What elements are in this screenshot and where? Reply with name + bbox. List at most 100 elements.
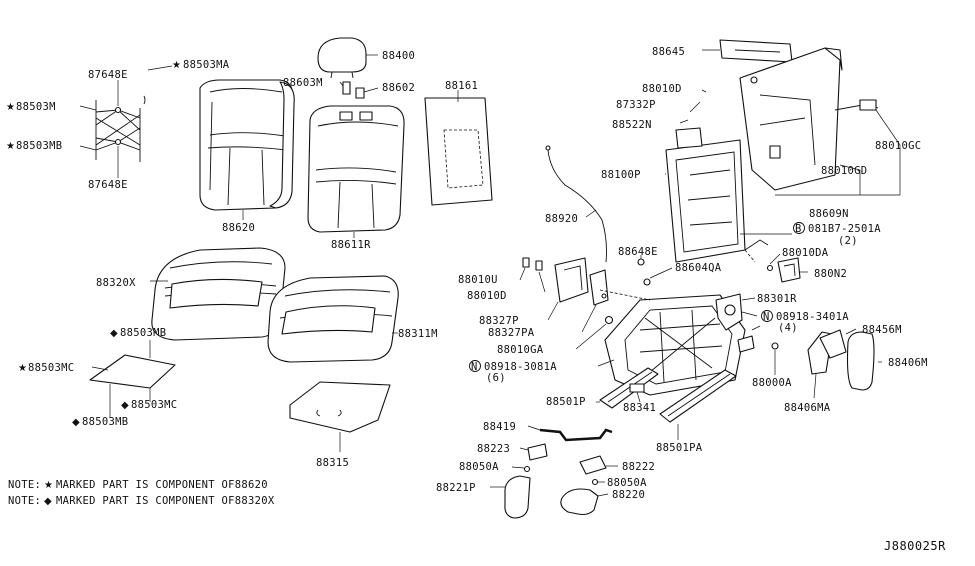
cushion-pad [89,340,176,418]
seat-cushion-frame [597,294,746,396]
label-88503ma: 88503MA [183,59,230,71]
label-08918-3401a-qty: (4) [778,322,798,334]
bracket-88327pa [581,269,609,333]
label-081b7-qty: (2) [838,235,858,247]
back-board-88161 [424,90,493,206]
diamond-icon: ◆ [72,417,80,428]
headrest-guides [339,81,379,99]
label-88010d-top: 88010D [642,83,682,95]
star-icon: ★ [18,363,27,374]
cushion-board-88315 [289,381,391,452]
label-880n2: 880N2 [814,268,847,280]
label-88010da: 88010DA [782,247,829,259]
clip-88223 [519,443,548,461]
seat-back-88611r [307,105,405,238]
cover-88220 [560,488,609,516]
label-88648e: 88648E [618,246,658,258]
star-icon: ★ [6,102,15,113]
star-icon: ★ [44,480,53,491]
seat-back-trim-88620 [199,79,295,220]
star-icon: ★ [6,141,15,152]
label-88050a-2: 88050A [607,477,647,489]
seat-back-frame-88100p [665,101,769,263]
bracket-880n2 [766,253,808,283]
label-08918-3081a-qty: (6) [486,372,506,384]
cable-88920 [545,145,607,263]
recliner-88301r [715,293,758,331]
label-88010gd: 88010GD [821,165,867,177]
diamond-icon: ◆ [121,400,129,411]
bolt-88010ga [575,315,614,350]
screws-88050a [511,465,605,486]
label-88341: 88341 [623,402,656,414]
label-88522n: 88522N [612,119,652,131]
label-88320x: 88320X [96,277,136,289]
label-87648e-top: 87648E [88,69,128,81]
note-1-text: MARKED PART IS COMPONENT OF88620 [56,479,268,491]
label-88503mc-2: 88503MC [131,399,177,411]
bracket-88645 [702,39,793,63]
label-88010d-mid: 88010D [467,290,507,302]
label-88645: 88645 [652,46,685,58]
circle-n1-letter: N [763,311,770,323]
label-88327pa: 88327PA [488,327,535,339]
label-88100p: 88100P [601,169,641,181]
side-shield-88327p [547,257,589,321]
diagram-code: J880025R [884,539,946,553]
circle-n2-letter: N [471,361,478,373]
right-label-leaders [701,89,792,235]
small-knob [737,325,761,353]
label-88400: 88400 [382,50,415,62]
label-88501p: 88501P [546,396,586,408]
side-covers [807,328,882,399]
bolt-88000a [771,342,779,375]
assembly-leader-lines [599,249,756,301]
label-88503mc-1: 88503MC [28,362,74,374]
slide-rails [596,367,737,440]
label-08918-3081a: 08918-3081A [484,361,557,373]
label-88301r: 88301R [757,293,797,305]
circle-n-icon [469,360,481,372]
cover-88221p [490,475,531,519]
label-88603m: 88603M [283,77,323,89]
bolts-group [519,255,673,293]
label-88503mb-left: 88503MB [16,140,62,152]
label-88602: 88602 [382,82,415,94]
bar-88419 [527,425,613,442]
label-081b7-2501a: 081B7-2501A [808,223,881,235]
diamond-icon: ◆ [44,496,52,507]
label-88406ma: 88406MA [784,402,831,414]
note-1-prefix: NOTE: [8,479,41,491]
label-87332p: 87332P [616,99,656,111]
label-88010ga: 88010GA [497,344,544,356]
label-88315: 88315 [316,457,349,469]
circle-n-icon [761,310,773,322]
note-2-prefix: NOTE: [8,495,41,507]
label-88456m: 88456M [862,324,902,336]
circle-b-icon [793,222,805,234]
label-88920: 88920 [545,213,578,225]
label-88611r: 88611R [331,239,371,251]
label-88503mb-1: 88503MB [120,327,166,339]
label-88327p: 88327P [479,315,519,327]
notes: NOTE: ★ MARKED PART IS COMPONENT OF88620… [8,479,275,507]
label-87648e-bot: 87648E [88,179,128,191]
label-88222: 88222 [622,461,655,473]
label-88311m: 88311M [398,328,438,340]
hog-ring-set [79,65,173,178]
label-88419: 88419 [483,421,516,433]
label-88161: 88161 [445,80,478,92]
note-2-text: MARKED PART IS COMPONENT OF88320X [56,495,275,507]
label-88604qa: 88604QA [675,262,722,274]
label-88501pa: 88501PA [656,442,703,454]
label-88000a: 88000A [752,377,792,389]
label-88223: 88223 [477,443,510,455]
back-panel-assembly [739,47,901,196]
diamond-icon: ◆ [110,328,118,339]
label-88220: 88220 [612,489,645,501]
headrest-88400 [317,37,378,79]
label-88050a-1: 88050A [459,461,499,473]
star-icon: ★ [172,60,181,71]
label-88221p: 88221P [436,482,476,494]
